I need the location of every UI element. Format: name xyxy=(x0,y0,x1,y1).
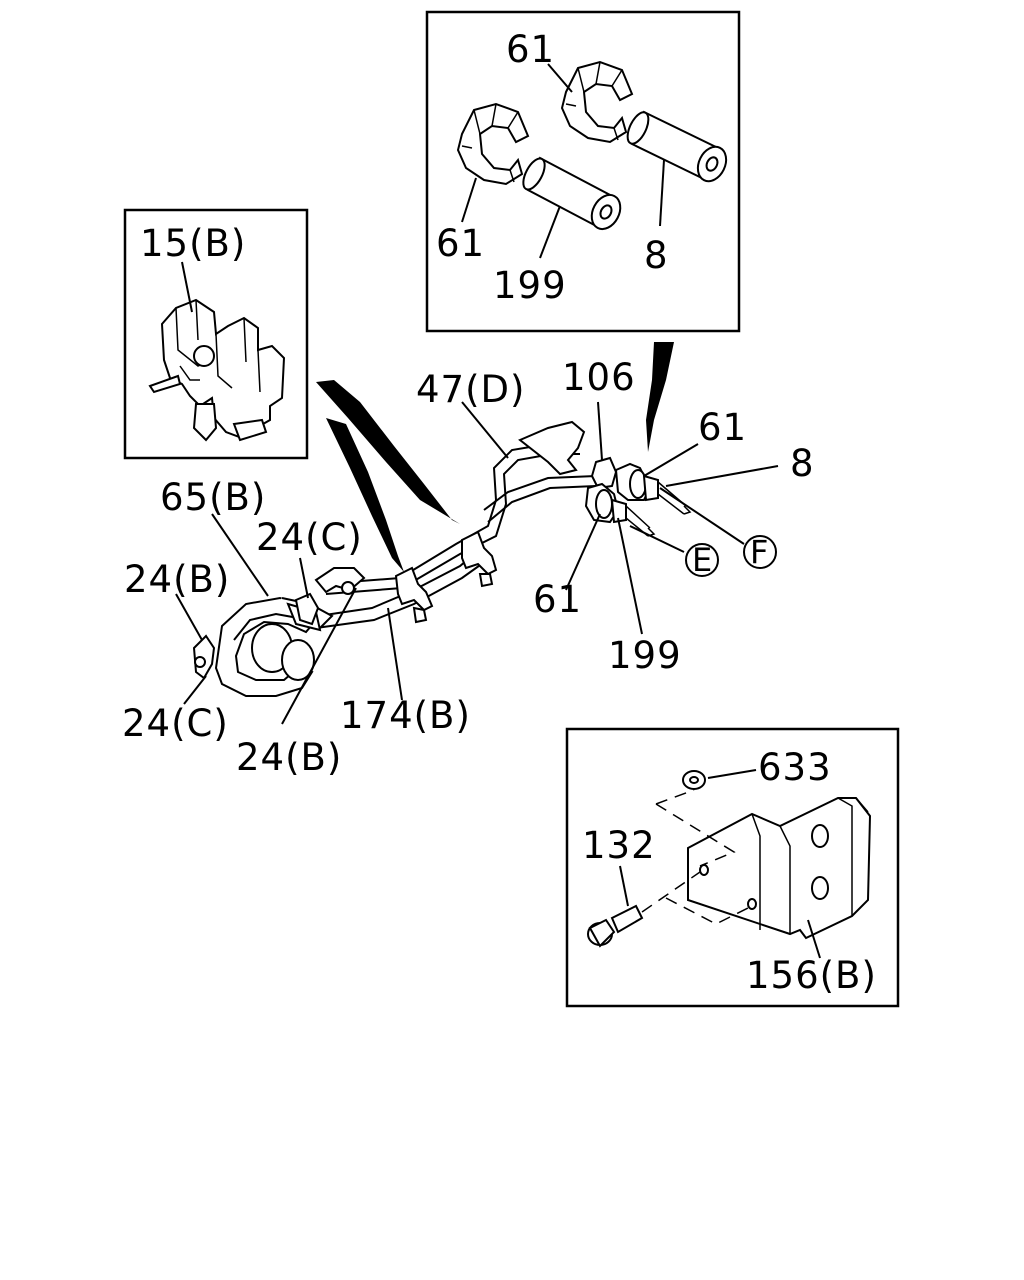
clip-61-left xyxy=(456,102,530,186)
label-132: 132 xyxy=(582,824,656,867)
inset-frame-top xyxy=(425,10,741,333)
label-24b-bottom: 24(B) xyxy=(236,736,342,779)
label-199-inset: 199 xyxy=(493,264,567,307)
connector-upper-right xyxy=(590,456,692,515)
bolt-132 xyxy=(587,904,644,948)
pipe-47d xyxy=(321,420,597,595)
inset-frame-bottom xyxy=(565,727,900,1008)
label-61-left: 61 xyxy=(436,222,485,265)
pipe-hook-end xyxy=(314,567,366,595)
pointer-arrow-top xyxy=(646,342,674,452)
label-61-bottom: 61 xyxy=(533,578,582,621)
label-174b: 174(B) xyxy=(340,694,471,737)
clip-61-upper xyxy=(560,60,634,144)
label-61-top: 61 xyxy=(506,28,555,71)
label-15b: 15(B) xyxy=(140,222,246,265)
label-47d: 47(D) xyxy=(416,368,525,411)
label-24b-left: 24(B) xyxy=(124,558,230,601)
bracket-156b xyxy=(687,797,872,940)
label-24c-top: 24(C) xyxy=(256,516,363,559)
label-circle-f: F xyxy=(750,533,768,571)
label-65b: 65(B) xyxy=(160,476,266,519)
inset-clip-15b: 15(B) xyxy=(123,208,309,460)
clip-15b xyxy=(148,298,286,442)
connector-lower-right xyxy=(584,482,656,537)
label-199-bottom: 199 xyxy=(608,634,682,677)
sleeve-8 xyxy=(626,110,728,183)
pipe-clamp-2 xyxy=(461,530,498,588)
sleeve-199 xyxy=(522,156,622,231)
label-633: 633 xyxy=(758,746,832,789)
circle-e-marker xyxy=(685,543,719,577)
inset-bracket: 633 132 156(B) xyxy=(565,727,900,1008)
nut-633 xyxy=(682,770,706,790)
pipe-clamp-1 xyxy=(394,566,434,624)
pointer-arrow-left-a xyxy=(316,380,460,524)
label-156b: 156(B) xyxy=(746,954,877,997)
circle-f-marker xyxy=(743,535,777,569)
pointer-arrow-left-b xyxy=(326,418,404,572)
main-pipe-assembly: F E 47(D) 106 61 8 61 199 65(B) 24(C) 24… xyxy=(122,356,815,779)
label-8-right: 8 xyxy=(790,442,815,485)
inset-clips-sleeves: 61 61 199 8 xyxy=(425,10,741,333)
label-8-inset: 8 xyxy=(644,234,669,277)
inset-frame-left xyxy=(123,208,309,460)
label-106: 106 xyxy=(562,356,636,399)
hose-clip-24-left xyxy=(192,634,216,680)
hose-clip-24-mid xyxy=(294,592,320,626)
label-61-right: 61 xyxy=(698,406,747,449)
label-24c-bottom: 24(C) xyxy=(122,702,229,745)
label-circle-e: E xyxy=(692,541,712,579)
